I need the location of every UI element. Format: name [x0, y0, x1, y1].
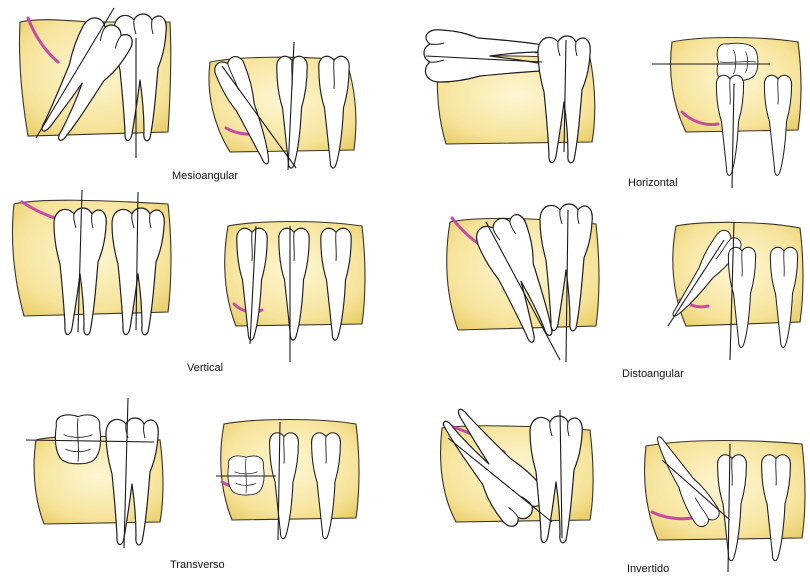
horizontal-panel-b — [652, 38, 801, 189]
vertical-panel-b — [225, 222, 365, 363]
horizontal-panel-a — [424, 30, 595, 163]
distoangular-panel-b — [663, 222, 803, 360]
transverso-panel-b — [216, 420, 359, 541]
label-transverso: Transverso — [170, 559, 225, 571]
vertical-panel-a — [12, 190, 171, 335]
transverso-panel-a — [26, 398, 163, 548]
invertido-panel-b — [645, 430, 806, 572]
label-vertical: Vertical — [187, 362, 223, 374]
label-distoangular: Distoangular — [622, 368, 684, 380]
label-invertido: Invertido — [627, 563, 669, 575]
invertido-panel-a — [430, 401, 593, 543]
label-mesioangular: Mesioangular — [172, 170, 238, 182]
distoangular-panel-a — [447, 204, 599, 362]
mesioangular-panel-a — [19, 8, 170, 158]
label-horizontal: Horizontal — [628, 177, 678, 189]
mesioangular-panel-b — [209, 42, 356, 170]
